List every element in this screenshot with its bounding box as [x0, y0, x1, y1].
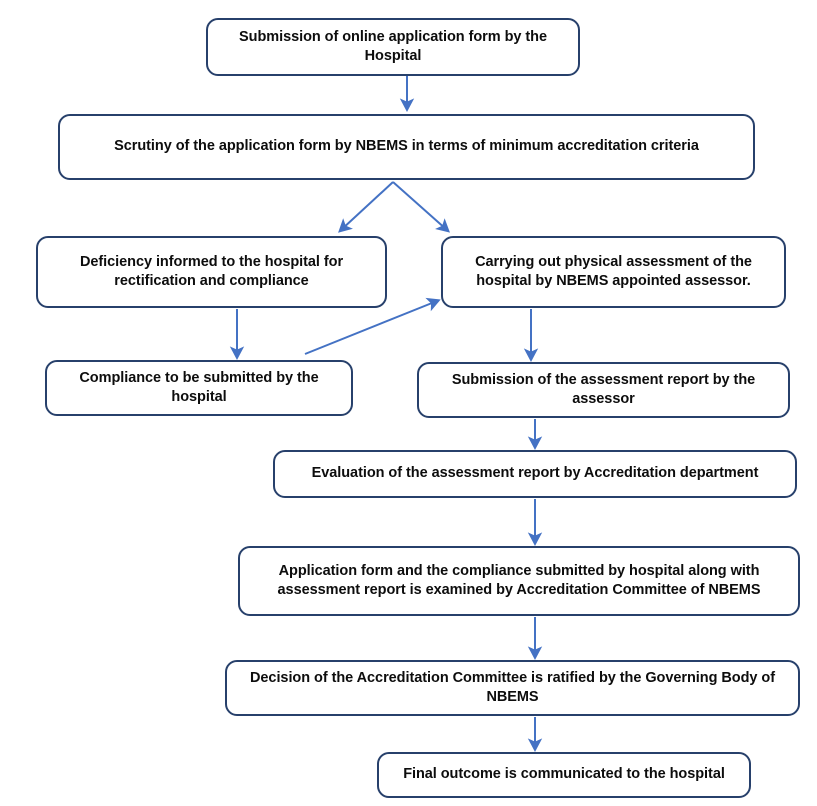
node-compliance[interactable]: Compliance to be submitted by the hospit… [45, 360, 353, 416]
node-submission-label: Submission of online application form by… [239, 28, 547, 64]
node-compliance-label: Compliance to be submitted by the hospit… [79, 369, 319, 405]
node-scrutiny[interactable]: Scrutiny of the application form by NBEM… [58, 114, 755, 180]
node-application-form-compliance-label: Application form and the compliance subm… [277, 562, 761, 598]
node-assessment-report-label: Submission of the assessment report by t… [451, 371, 756, 407]
node-application-form-compliance[interactable]: Application form and the compliance subm… [238, 546, 800, 616]
node-final-outcome-label: Final outcome is communicated to the hos… [403, 766, 725, 783]
node-physical-assessment-label: Carrying out physical assessment of the … [475, 253, 752, 289]
node-deficiency-label: Deficiency informed to the hospital for … [79, 253, 344, 289]
node-scrutiny-label: Scrutiny of the application form by NBEM… [114, 138, 699, 155]
edge-scrutiny-to-deficiency [338, 181, 394, 233]
node-decision[interactable]: Decision of the Accreditation Committee … [225, 660, 800, 716]
node-decision-label: Decision of the Accreditation Committee … [250, 669, 775, 705]
edge-compliance-to-physical-assessment [304, 297, 441, 355]
node-final-outcome[interactable]: Final outcome is communicated to the hos… [377, 752, 751, 798]
node-evaluation[interactable]: Evaluation of the assessment report by A… [273, 450, 797, 498]
node-evaluation-label: Evaluation of the assessment report by A… [311, 465, 759, 482]
edge-scrutiny-to-physical-assessment [392, 181, 450, 233]
node-physical-assessment[interactable]: Carrying out physical assessment of the … [441, 236, 786, 308]
node-deficiency[interactable]: Deficiency informed to the hospital for … [36, 236, 387, 308]
node-assessment-report[interactable]: Submission of the assessment report by t… [417, 362, 790, 418]
node-submission[interactable]: Submission of online application form by… [206, 18, 580, 76]
